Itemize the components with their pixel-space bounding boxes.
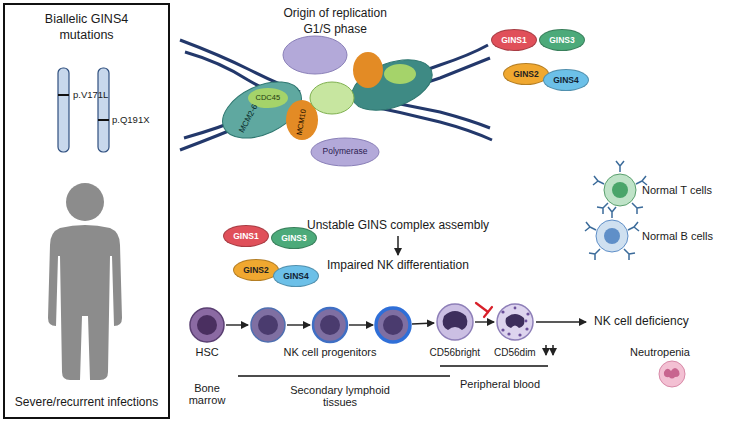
tissue-label: Peripheral blood [460,378,540,391]
process-arrow [397,236,399,255]
neutrophil-icon [659,361,685,387]
phase-label: G1/S phase [304,23,367,37]
gins-subunit: GINS1 [223,225,269,247]
outcome-label: Neutropenia [630,346,690,359]
subunit-label: GINS2 [513,69,539,79]
patient-figure [48,183,122,380]
protein-label: Polymerase [323,147,368,157]
differentiation-arrows [226,322,586,325]
t-cell-icon [593,161,647,214]
process-label: Impaired NK differentiation [327,259,469,273]
mutation-label: p.V171L [73,90,108,101]
tissue-label: Secondary lymphoid tissues [284,384,396,409]
subunit-label: GINS1 [233,231,259,241]
gins-subunit: GINS4 [543,69,589,91]
gins-subunit: GINS1 [491,29,537,51]
panel-title: Biallelic GINS4 mutations [32,12,142,43]
gins-subunit: GINS3 [539,29,585,51]
replisome-proteins [214,36,439,166]
phase-label: Origin of replication [284,7,387,21]
subunit-label: GINS4 [283,271,309,281]
b-cell-icon [585,207,639,260]
inhibition-symbol [476,303,492,317]
cell-label: Normal T cells [642,184,712,197]
subunit-label: GINS3 [549,35,575,45]
gins-subunit: GINS4 [273,265,319,287]
cell-label: NK cell progenitors [284,346,377,359]
gins-subunit: GINS2 [503,63,549,85]
decrease-arrows [546,345,553,355]
mutation-label: p.Q191X [112,115,150,126]
subunit-label: GINS2 [243,265,269,275]
cell-label: CD56dim [494,347,536,359]
panel-footer: Severe/recurrent infections [8,395,166,409]
protein-label: CDC45 [256,94,281,103]
cell-label: HSC [196,346,219,359]
subunit-label: GINS4 [553,75,579,85]
cell-label: Normal B cells [642,230,713,243]
cell-series [190,304,533,342]
outcome-label: NK cell deficiency [594,315,689,329]
subunit-label: GINS3 [281,233,307,243]
subunit-label: GINS1 [501,35,527,45]
tissue-bars [238,366,548,376]
patient-panel: Biallelic GINS4 mutationsSevere/recurren… [3,3,170,419]
tissue-label: Bone marrow [181,382,233,407]
gins-subunit: GINS2 [233,259,279,281]
cell-label: CD56bright [430,347,481,359]
chromosomes [58,68,109,152]
process-label: Unstable GINS complex assembly [307,219,489,233]
